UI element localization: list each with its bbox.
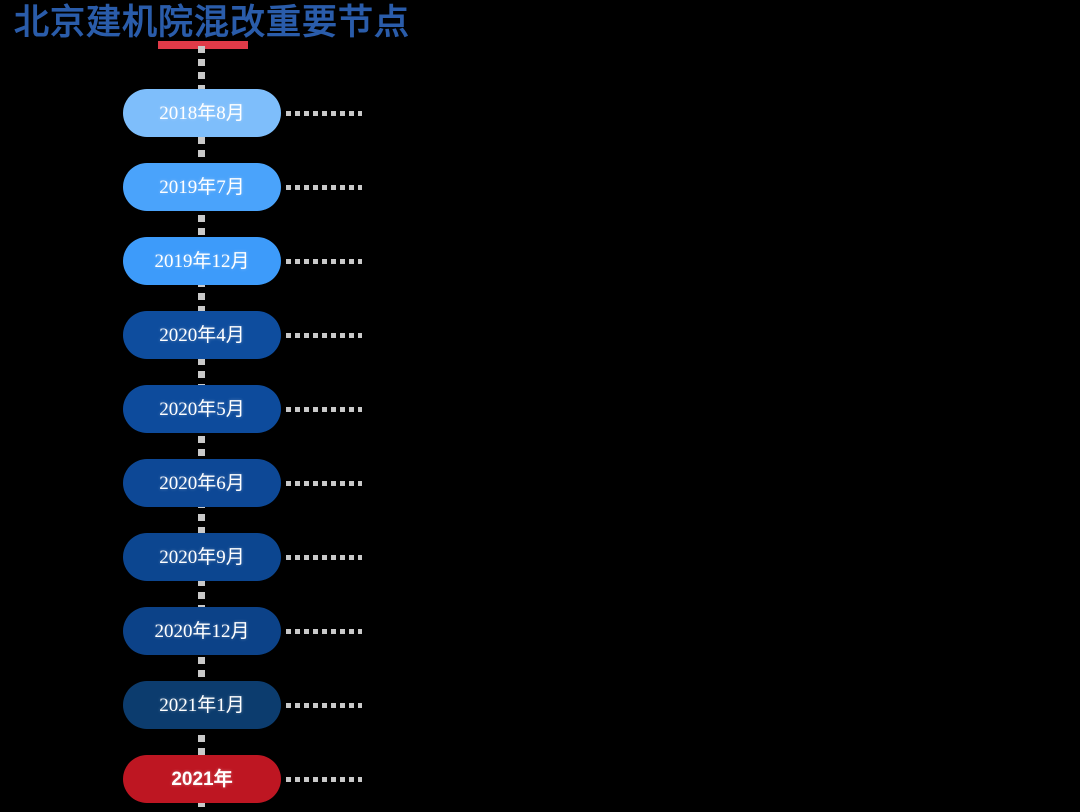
timeline-connector-dashed xyxy=(286,555,362,560)
page-title: 北京建机院混改重要节点 xyxy=(14,3,411,42)
timeline-connector-dashed xyxy=(286,629,362,634)
timeline-connector-dashed xyxy=(286,407,362,412)
timeline-pill[interactable]: 2018年8月 xyxy=(123,89,281,137)
timeline-item: 2020年6月 xyxy=(0,459,1080,507)
timeline-connector-dashed xyxy=(286,481,362,486)
timeline-connector-dashed xyxy=(286,185,362,190)
title-underline-accent xyxy=(158,41,248,49)
timeline-pill[interactable]: 2020年9月 xyxy=(123,533,281,581)
timeline-connector-dashed xyxy=(286,777,362,782)
timeline-pill[interactable]: 2020年5月 xyxy=(123,385,281,433)
timeline-pill[interactable]: 2021年 xyxy=(123,755,281,803)
timeline-pill[interactable]: 2021年1月 xyxy=(123,681,281,729)
timeline-pill[interactable]: 2020年6月 xyxy=(123,459,281,507)
timeline-item: 2021年 xyxy=(0,755,1080,803)
timeline-pill[interactable]: 2019年7月 xyxy=(123,163,281,211)
timeline-pill[interactable]: 2019年12月 xyxy=(123,237,281,285)
timeline-connector-dashed xyxy=(286,703,362,708)
timeline-pill[interactable]: 2020年4月 xyxy=(123,311,281,359)
timeline-item: 2020年12月 xyxy=(0,607,1080,655)
timeline-item: 2020年9月 xyxy=(0,533,1080,581)
timeline-pill[interactable]: 2020年12月 xyxy=(123,607,281,655)
timeline-item: 2020年5月 xyxy=(0,385,1080,433)
timeline-item: 2019年12月 xyxy=(0,237,1080,285)
timeline-connector-dashed xyxy=(286,111,362,116)
timeline-item: 2021年1月 xyxy=(0,681,1080,729)
timeline-item: 2020年4月 xyxy=(0,311,1080,359)
timeline-connector-dashed xyxy=(286,333,362,338)
timeline-connector-dashed xyxy=(286,259,362,264)
timeline-item: 2019年7月 xyxy=(0,163,1080,211)
timeline-item: 2018年8月 xyxy=(0,89,1080,137)
